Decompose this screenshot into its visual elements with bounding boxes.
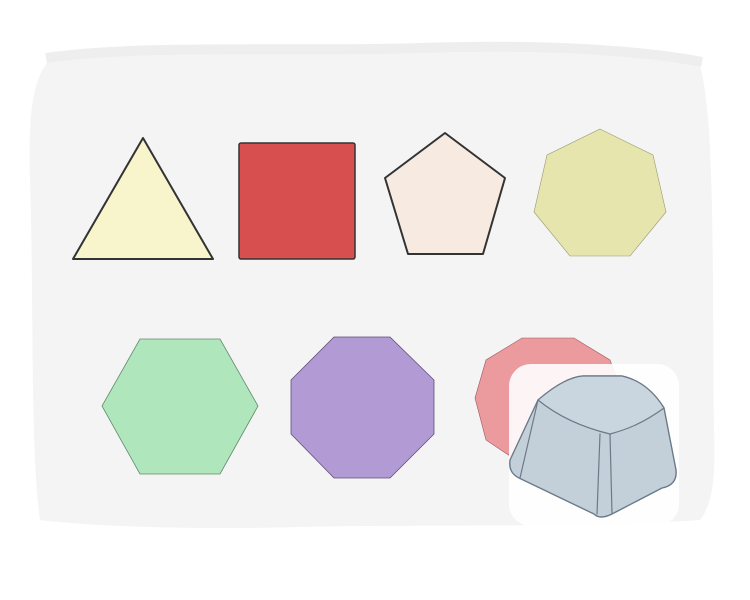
- triangle-shape: [72, 137, 214, 260]
- keycap-top: [537, 375, 665, 435]
- pentagon-shape: [384, 132, 506, 255]
- keycap-side-edge: [596, 433, 601, 515]
- background-panel-edge: [45, 41, 703, 67]
- keycap-front-edge: [519, 399, 539, 479]
- square-shape: [238, 142, 356, 260]
- hexagon-shape: [101, 338, 259, 475]
- keycap-corner-edge: [609, 433, 613, 515]
- heptagon-shape: [533, 128, 667, 257]
- keycap-icon: [509, 375, 677, 518]
- octagon-shape: [290, 336, 435, 479]
